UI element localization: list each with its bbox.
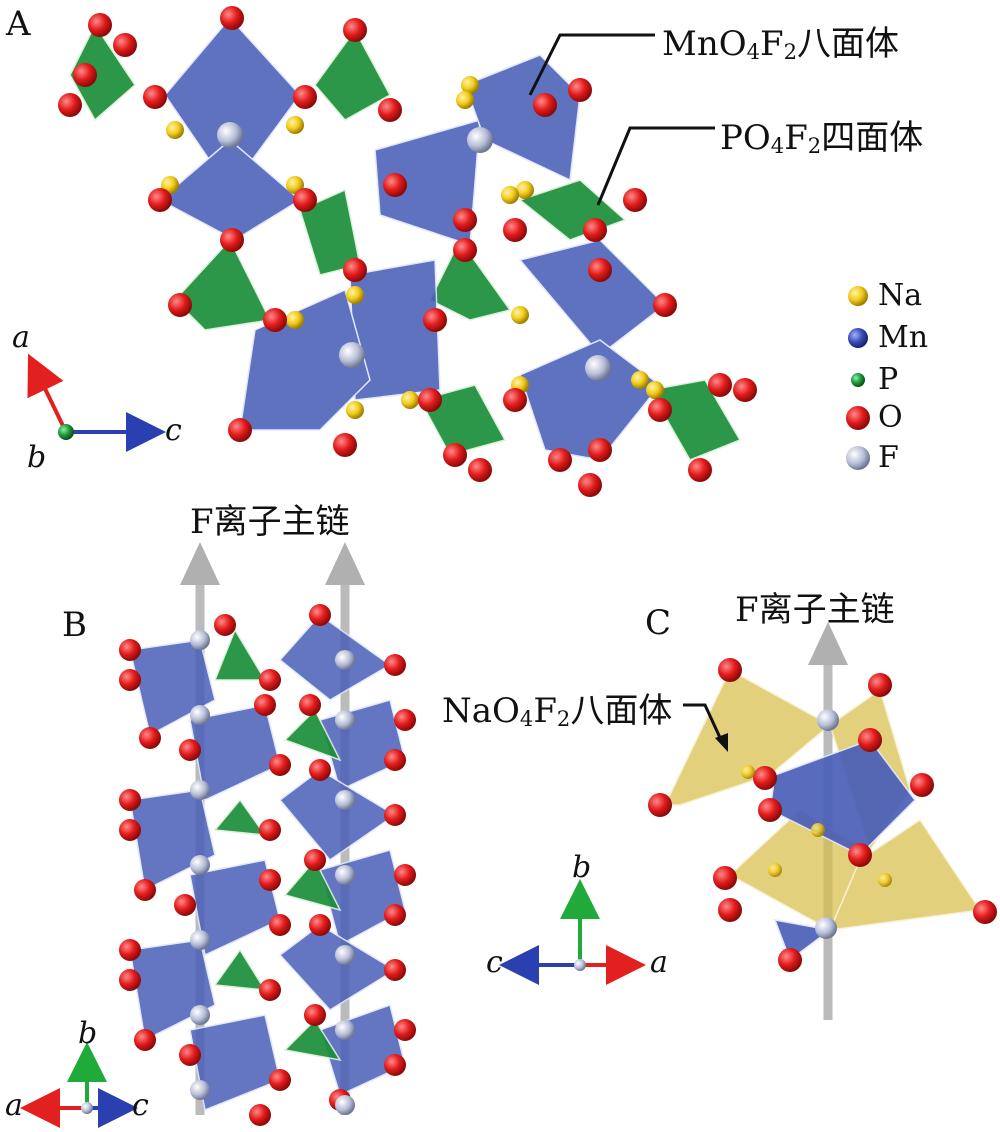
axis-a-label-down: b bbox=[27, 440, 47, 475]
axis-c-label-left: c bbox=[486, 945, 503, 980]
nao4f2-octahedron-label: NaO4F2八面体 bbox=[442, 691, 673, 732]
mno4f2-octahedron-label: MnO4F2八面体 bbox=[662, 24, 900, 65]
axis-c-label-up: b bbox=[572, 850, 592, 885]
f-chain-label-c: F离子主链 bbox=[735, 590, 895, 630]
axis-b-label-up: b bbox=[78, 1016, 98, 1051]
axis-b-label-left: a bbox=[5, 1088, 23, 1123]
legend-label-mn: Mn bbox=[878, 320, 929, 355]
axis-c-label-right: a bbox=[650, 945, 668, 980]
panel-label-b: B bbox=[62, 605, 87, 645]
panel-label-a: A bbox=[6, 4, 31, 44]
axis-triad-c bbox=[499, 879, 646, 985]
legend-label-f: F bbox=[878, 440, 899, 475]
panel-c-structure bbox=[648, 622, 997, 1020]
f-chain-label-b: F离子主链 bbox=[190, 502, 350, 542]
axis-triad-b bbox=[20, 1042, 138, 1128]
legend-swatches bbox=[846, 286, 870, 470]
legend-label-na: Na bbox=[878, 278, 923, 313]
panel-a-structure bbox=[58, 6, 757, 497]
legend-label-p: P bbox=[878, 362, 899, 397]
axis-a-label-up: a bbox=[12, 320, 30, 355]
axis-triad-a bbox=[27, 353, 166, 452]
axis-a-label-right: c bbox=[165, 413, 182, 448]
panel-label-c: C bbox=[645, 603, 672, 643]
axis-b-label-right: c bbox=[132, 1088, 149, 1123]
legend-label-o: O bbox=[878, 400, 903, 435]
panel-b-structure bbox=[119, 542, 416, 1126]
po4f2-tetrahedron-label: PO4F2四面体 bbox=[720, 118, 924, 159]
